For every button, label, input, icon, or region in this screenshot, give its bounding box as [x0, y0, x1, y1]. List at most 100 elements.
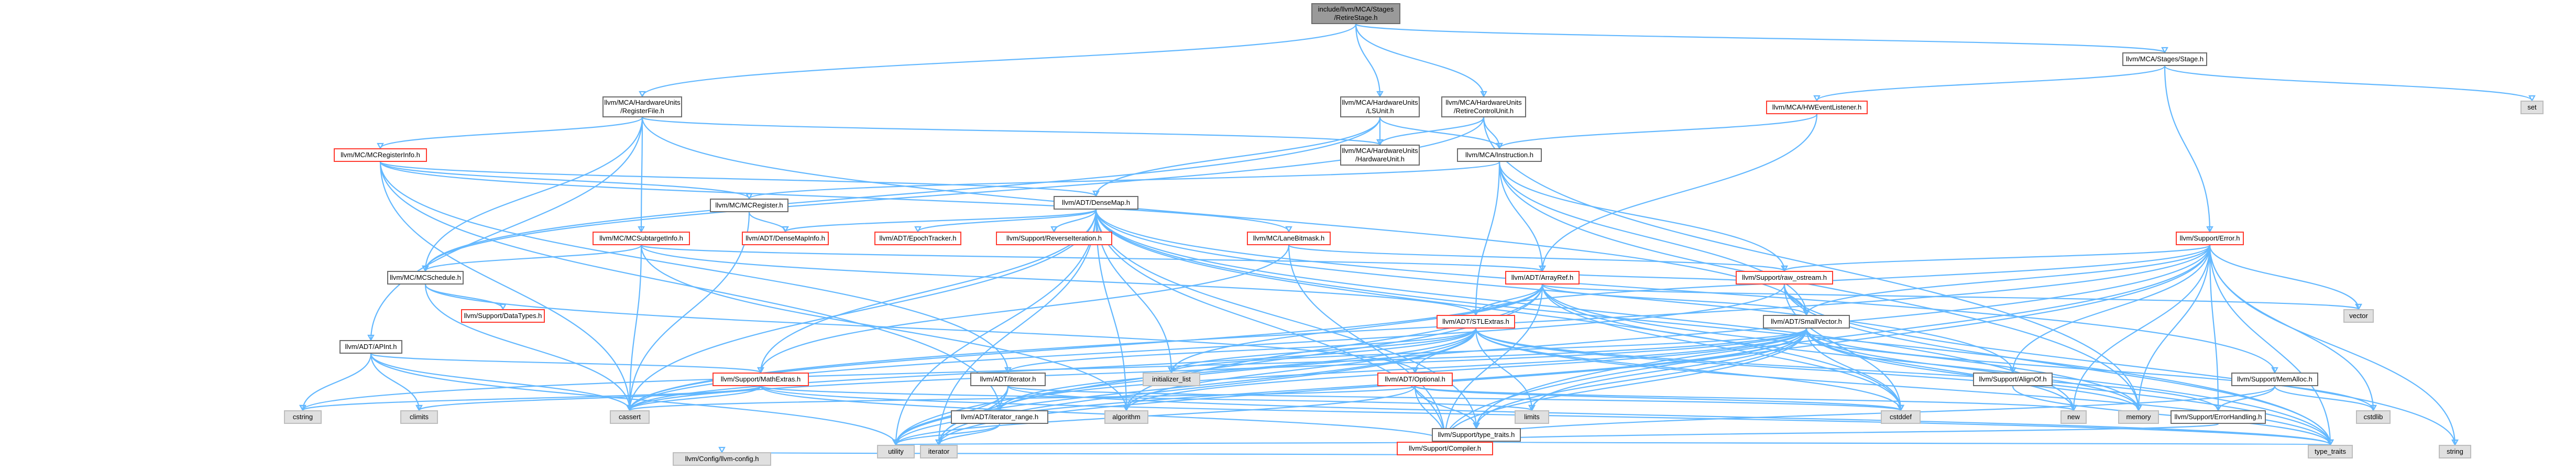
edge-arrowhead: [1539, 265, 1546, 272]
node-alignof[interactable]: llvm/Support/AlignOf.h: [1973, 373, 2053, 386]
edge-stlextras-to-iterrange: [999, 328, 1477, 411]
edge-lanebm-to-rawos: [1288, 244, 1785, 272]
edge-typetraits-to-utility: [895, 441, 1477, 446]
node-label-line: llvm/MC/MCRegisterInfo.h: [341, 151, 420, 159]
edge-root-to-stage: [1355, 23, 2166, 53]
node-label-line: llvm/ADT/DenseMap.h: [1061, 199, 1131, 206]
node-rcu[interactable]: llvm/MCA/HardwareUnits/RetireControlUnit…: [1441, 96, 1526, 117]
node-mcri[interactable]: llvm/MC/MCRegisterInfo.h: [334, 148, 427, 162]
node-epoch[interactable]: llvm/ADT/EpochTracker.h: [874, 232, 961, 245]
node-rawos[interactable]: llvm/Support/raw_ostream.h: [1736, 271, 1833, 285]
edge-lsu-to-sched: [424, 117, 1381, 271]
edge-arrowhead: [1496, 143, 1503, 150]
edge-densemap-to-alignof: [1095, 209, 2014, 373]
node-mcsti[interactable]: llvm/MC/MCSubtargetInfo.h: [593, 232, 690, 245]
node-reviter[interactable]: llvm/Support/ReverseIteration.h: [996, 232, 1112, 245]
node-optional[interactable]: llvm/ADT/Optional.h: [1377, 373, 1453, 386]
edge-arrowhead: [638, 226, 645, 233]
edge-arrowhead: [626, 405, 633, 412]
edge-error-to-memory: [2137, 245, 2211, 411]
node-mcreg[interactable]: llvm/MC/MCRegister.h: [710, 199, 788, 212]
edge-rf-to-mcri: [379, 117, 643, 149]
edge-rf-to-apint: [370, 117, 643, 341]
edge-densemap-to-iterstd: [938, 209, 1097, 445]
node-cstring: cstring: [284, 410, 322, 424]
edge-smallvec-to-memory: [1805, 328, 2140, 411]
edge-root-to-rf: [641, 24, 1357, 97]
edge-arrowhead: [757, 367, 764, 374]
edge-error-to-compiler: [1444, 245, 2211, 442]
edge-arrowhead: [1473, 422, 1480, 430]
node-apint[interactable]: llvm/ADT/APInt.h: [339, 340, 402, 354]
node-arrayref[interactable]: llvm/ADT/ArrayRef.h: [1505, 271, 1580, 285]
edge-memalloc-to-cstdlib: [2274, 386, 2374, 411]
edge-mathext-to-cstring: [302, 385, 762, 411]
node-rf[interactable]: llvm/MCA/HardwareUnits/RegisterFile.h: [602, 96, 682, 117]
node-mathext[interactable]: llvm/Support/MathExtras.h: [712, 373, 809, 386]
node-memalloc[interactable]: llvm/Support/MemAlloc.h: [2231, 373, 2318, 386]
edge-arrowhead: [2528, 95, 2536, 102]
node-label-line: initializer_list: [1152, 375, 1191, 383]
node-stlextras[interactable]: llvm/ADT/STLExtras.h: [1437, 315, 1515, 329]
node-error[interactable]: llvm/Support/Error.h: [2176, 232, 2244, 245]
node-label-line: llvm/Support/ReverseIteration.h: [1006, 234, 1102, 242]
node-sched[interactable]: llvm/MC/MCSchedule.h: [387, 271, 464, 285]
node-new: new: [2060, 410, 2087, 424]
edge-compiler-to-config: [721, 451, 1446, 456]
node-iterstd: iterator: [920, 445, 958, 458]
edge-arrowhead: [1480, 91, 1487, 98]
edge-rf-to-hu: [641, 116, 1381, 146]
edge-stlextras-to-utility: [895, 328, 1477, 445]
edge-arrowhead: [2161, 47, 2168, 54]
node-densemap[interactable]: llvm/ADT/DenseMap.h: [1054, 196, 1138, 210]
node-label-line: llvm/ADT/APInt.h: [345, 343, 397, 351]
node-datatypes[interactable]: llvm/Support/DataTypes.h: [461, 309, 545, 323]
edge-arrowhead: [914, 226, 922, 233]
edge-rf-to-smallvec: [641, 117, 1807, 315]
edge-mcreg-to-dmi: [748, 212, 786, 232]
node-errhand[interactable]: llvm/Support/ErrorHandling.h: [2171, 410, 2266, 424]
node-label-line: llvm/Support/MathExtras.h: [720, 375, 801, 383]
edge-arrayref-to-smallvec: [1541, 284, 1807, 315]
node-lanebm[interactable]: llvm/MC/LaneBitmask.h: [1247, 232, 1331, 245]
node-iterrange[interactable]: llvm/ADT/iterator_range.h: [951, 410, 1048, 424]
edge-smallvec-to-typetraits: [1475, 328, 1807, 429]
node-hwel[interactable]: llvm/MCA/HWEventListener.h: [1766, 101, 1868, 114]
edge-densemap-to-memalloc: [1095, 209, 2276, 373]
edge-instr-to-rawos: [1498, 161, 1785, 271]
node-stage[interactable]: llvm/MCA/Stages/Stage.h: [2122, 52, 2207, 66]
node-hu[interactable]: llvm/MCA/HardwareUnits/HardwareUnit.h: [1340, 145, 1420, 166]
edge-error-to-rawos: [1783, 244, 2211, 272]
node-smallvec[interactable]: llvm/ADT/SmallVector.h: [1763, 315, 1850, 329]
edge-mcsti-to-cassert: [629, 245, 642, 411]
edge-arrowhead: [415, 405, 423, 412]
node-dmi[interactable]: llvm/ADT/DenseMapInfo.h: [742, 232, 829, 245]
node-compiler[interactable]: llvm/Support/Compiler.h: [1397, 442, 1493, 455]
edge-error-to-utility: [895, 245, 2211, 445]
edge-stlextras-to-iterstd: [938, 328, 1477, 445]
edge-hwel-to-arrayref: [1541, 114, 1818, 271]
node-label-line: llvm/ADT/Optional.h: [1385, 375, 1445, 383]
node-typetraits[interactable]: llvm/Support/type_traits.h: [1432, 428, 1521, 442]
edge-densemap-to-utility: [895, 209, 1097, 445]
node-label-line: cassert: [619, 413, 641, 421]
node-label-line: new: [2067, 413, 2080, 421]
node-lsu[interactable]: llvm/MCA/HardwareUnits/LSUnit.h: [1340, 96, 1420, 117]
edge-optional-to-utility: [895, 386, 1416, 445]
edge-hwel-to-instr: [1498, 114, 1818, 149]
node-type_traits: type_traits: [2308, 445, 2353, 458]
edge-arrowhead: [499, 303, 507, 311]
edge-apint-to-utility: [370, 353, 897, 445]
edge-error-to-stlextras: [1475, 245, 2211, 315]
node-label-line: llvm/MCA/HardwareUnits: [604, 99, 681, 106]
node-iterator[interactable]: llvm/ADT/iterator.h: [970, 373, 1046, 386]
edge-arrowhead: [1897, 405, 1904, 412]
node-label-line: /RetireControlUnit.h: [1453, 107, 1514, 115]
node-label-line: llvm/MCA/HardwareUnits: [1342, 99, 1418, 106]
node-instr[interactable]: llvm/MCA/Instruction.h: [1457, 148, 1542, 162]
edge-instr-to-stlextras: [1475, 161, 1500, 315]
node-cstddef: cstddef: [1881, 410, 1921, 424]
edge-stage-to-set: [2164, 65, 2533, 102]
edge-arrowhead: [1285, 226, 1292, 233]
